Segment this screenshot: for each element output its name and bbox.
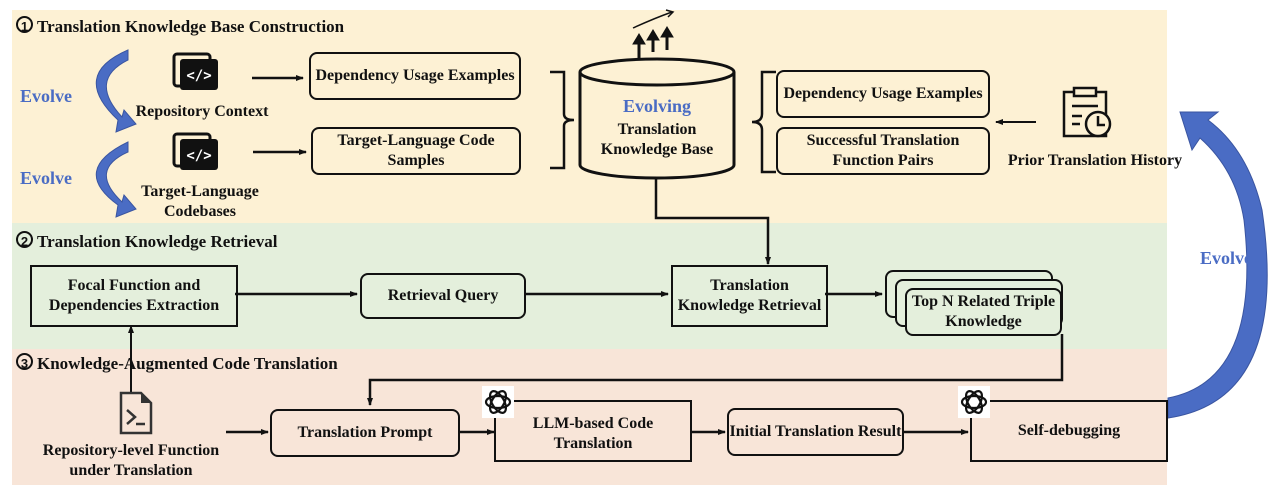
section-title-text: Translation Knowledge Retrieval <box>37 232 278 251</box>
terminal-file-icon <box>118 390 154 441</box>
dependency-usage-box: Dependency Usage Examples <box>309 52 521 100</box>
target-codebases-label: Target-Language Codebases <box>141 183 259 220</box>
openai-logo-icon <box>958 386 990 418</box>
prior-history-label: Prior Translation History <box>1007 152 1183 169</box>
svg-text:</>: </> <box>186 68 211 84</box>
focal-extraction-box: Focal Function and Dependencies Extracti… <box>30 265 238 327</box>
kb-title-label: Translation Knowledge Base <box>600 121 714 158</box>
evolve-loop-arrow <box>1167 111 1268 419</box>
repository-context-label: Repository Context <box>135 103 269 120</box>
arrow-kb-to-retrieval <box>654 178 771 265</box>
successful-pairs-box: Successful Translation Function Pairs <box>776 127 990 175</box>
code-window-icon: </> <box>172 52 220 97</box>
evolve-label-repo: Evolve <box>20 86 72 106</box>
initial-result-box: Initial Translation Result <box>727 408 904 456</box>
svg-text:</>: </> <box>186 148 211 164</box>
self-debugging-box: Self-debugging <box>970 400 1168 462</box>
evolve-arrow-1 <box>95 49 137 133</box>
llm-translation-box: LLM-based Code Translation <box>494 400 692 462</box>
left-brace <box>550 70 575 170</box>
arrow-topn-to-prompt <box>367 334 1064 406</box>
knowledge-base-cylinder <box>578 57 736 180</box>
section-title-text: Knowledge-Augmented Code Translation <box>37 354 338 373</box>
top-n-knowledge-box: Top N Related Triple Knowledge <box>905 288 1062 336</box>
knowledge-retrieval-box: Translation Knowledge Retrieval <box>671 265 828 327</box>
growth-arrows-icon <box>632 9 675 60</box>
clipboard-clock-icon <box>1060 86 1116 147</box>
step-number-badge: 1 <box>16 16 33 34</box>
evolve-arrow-2 <box>95 141 137 218</box>
section-title-text: Translation Knowledge Base Construction <box>37 17 345 36</box>
step-number-badge: 3 <box>16 353 33 371</box>
openai-logo-icon <box>482 386 514 418</box>
target-samples-box: Target-Language Code Samples <box>311 127 521 175</box>
evolve-label-target: Evolve <box>20 168 72 188</box>
function-under-translation-label: Repository-level Function under Translat… <box>42 442 220 479</box>
translation-prompt-box: Translation Prompt <box>270 409 460 457</box>
right-brace <box>751 70 776 174</box>
retrieval-query-box: Retrieval Query <box>360 273 526 319</box>
kb-evolving-label: Evolving <box>622 96 692 116</box>
evolve-loop-label: Evolve <box>1200 248 1252 268</box>
code-window-icon: </> <box>172 132 220 177</box>
step-number-badge: 2 <box>16 231 33 249</box>
right-dependency-usage-box: Dependency Usage Examples <box>776 70 990 118</box>
